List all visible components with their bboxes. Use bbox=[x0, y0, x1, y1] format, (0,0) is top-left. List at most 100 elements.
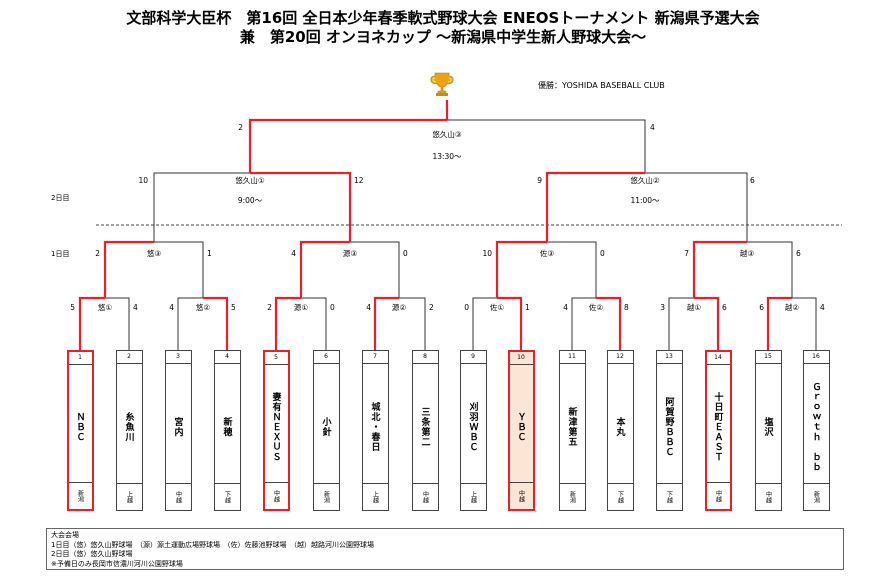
r1-venue: 悠② bbox=[196, 302, 210, 312]
team-region: 中越 bbox=[165, 483, 191, 510]
r2-score-right: 1 bbox=[207, 249, 212, 258]
r1-score-left: 4 bbox=[169, 303, 174, 312]
day1-label: 1日目 bbox=[51, 250, 69, 258]
r1-score-right: 4 bbox=[133, 303, 138, 312]
r2-score-right: 0 bbox=[403, 249, 408, 258]
team-name: 妻有ＮＥＸＵＳ bbox=[270, 391, 281, 462]
team-region: 新潟 bbox=[559, 483, 585, 510]
notes-line: 2日目（悠）悠久山野球場 bbox=[51, 550, 133, 558]
team-name: 本丸 bbox=[614, 416, 625, 437]
r1-score-left: 3 bbox=[660, 303, 665, 312]
team-name: 刈羽ＷＢＣ bbox=[467, 401, 478, 452]
r2-venue: 越③ bbox=[740, 248, 754, 258]
semi2-time: 11:00～ bbox=[630, 196, 660, 205]
team-number: 2 bbox=[116, 351, 142, 364]
r1-venue: 越① bbox=[687, 302, 701, 312]
r1-score-right: 0 bbox=[330, 303, 335, 312]
winning-path-lines bbox=[78, 100, 792, 350]
r1-venue: 源① bbox=[294, 303, 308, 312]
venue-notes: 大会会場 1日目（悠）悠久山野球場 （源）源土運動広場野球場 （佐）佐藤池野球場… bbox=[46, 528, 844, 570]
team-name: 新穂 bbox=[221, 416, 232, 437]
team-number: 6 bbox=[313, 351, 339, 364]
team-region: 新潟 bbox=[313, 483, 339, 510]
team-name: 新津第五 bbox=[566, 406, 577, 447]
r1-score-left: 0 bbox=[464, 303, 469, 312]
r1-score-left: 5 bbox=[70, 303, 75, 312]
team-name: 糸魚川 bbox=[123, 411, 134, 442]
semi2-score-right: 6 bbox=[750, 176, 755, 185]
r1-venue: 佐② bbox=[589, 302, 603, 312]
team-region: 中越 bbox=[509, 482, 533, 509]
r1-score-right: 6 bbox=[722, 303, 727, 312]
team-number: 12 bbox=[607, 351, 633, 364]
team-region: 下越 bbox=[607, 483, 633, 510]
team-number: 8 bbox=[412, 351, 438, 364]
semi2-venue: 悠久山② bbox=[630, 175, 659, 185]
semi1-time: 9:00～ bbox=[238, 196, 263, 205]
round2-labels: 悠③ 2 1 源③ 4 0 佐③ 10 0 越③ 7 6 bbox=[95, 248, 801, 258]
team-region: 中越 bbox=[264, 482, 288, 509]
r2-venue: 源③ bbox=[343, 249, 357, 258]
team-number: 10 bbox=[509, 352, 533, 365]
team-number: 16 bbox=[803, 351, 829, 364]
r1-score-left: 6 bbox=[759, 303, 764, 312]
r1-venue: 悠① bbox=[98, 302, 112, 312]
r1-score-left: 2 bbox=[267, 303, 272, 312]
r2-score-left: 2 bbox=[95, 249, 100, 258]
team-region: 新潟 bbox=[68, 482, 92, 509]
team-name: 阿賀野ＢＢＣ bbox=[663, 396, 674, 457]
team-region: 上越 bbox=[460, 483, 486, 510]
team-name: ＮＢＣ bbox=[74, 411, 85, 442]
day2-label: 2日目 bbox=[51, 194, 69, 202]
r1-score-right: 4 bbox=[820, 303, 825, 312]
team-number: 7 bbox=[362, 351, 388, 364]
team-region: 上越 bbox=[116, 483, 142, 510]
title-line-2: 兼 第20回 オンヨネカップ ～新潟県中学生新人野球大会～ bbox=[239, 28, 647, 46]
team-box: 12 本丸下越 bbox=[606, 350, 634, 511]
team-name: 塩沢 bbox=[762, 416, 773, 437]
r2-score-left: 7 bbox=[684, 249, 689, 258]
team-region: 中越 bbox=[706, 482, 730, 509]
team-region: 下越 bbox=[656, 483, 682, 510]
r2-venue: 悠③ bbox=[147, 248, 161, 258]
winner-label: 優勝：YOSHIDA BASEBALL CLUB bbox=[538, 80, 665, 90]
notes-line: 1日目（悠）悠久山野球場 （源）源土運動広場野球場 （佐）佐藤池野球場 （越）越… bbox=[51, 540, 374, 549]
team-name: 小針 bbox=[320, 416, 331, 437]
semi1-venue: 悠久山① bbox=[235, 175, 264, 185]
bracket-lines bbox=[105, 119, 817, 350]
notes-heading: 大会会場 bbox=[51, 531, 79, 539]
semi2-score-left: 9 bbox=[537, 176, 542, 185]
team-name: 三条第二 bbox=[419, 406, 430, 447]
team-region: 新潟 bbox=[803, 483, 829, 510]
r2-score-left: 4 bbox=[291, 249, 296, 258]
team-number: 15 bbox=[755, 351, 781, 364]
team-box: 15 塩沢中越 bbox=[754, 350, 782, 511]
round1-labels: 悠① 5 4 悠② 4 5 源① 2 0 源② 4 2 佐① 0 1 佐② 4 … bbox=[70, 302, 825, 312]
final-venue: 悠久山③ bbox=[432, 129, 461, 139]
team-region: 中越 bbox=[755, 483, 781, 510]
final-time: 13:30～ bbox=[432, 152, 462, 161]
team-box: 5 妻有ＮＥＸＵＳ 中越 bbox=[262, 350, 290, 511]
team-number: 5 bbox=[264, 352, 288, 365]
team-name: 宮内 bbox=[172, 416, 183, 437]
r1-score-right: 5 bbox=[231, 303, 236, 312]
team-region: 下越 bbox=[214, 483, 240, 510]
r2-score-left: 10 bbox=[482, 249, 492, 258]
r1-venue: 越② bbox=[785, 302, 799, 312]
r1-venue: 源② bbox=[392, 303, 406, 312]
semi1-score-right: 12 bbox=[354, 176, 364, 185]
team-name: 十日町ＥＡＳＴ bbox=[712, 391, 723, 462]
r1-score-left: 4 bbox=[563, 303, 568, 312]
team-name: Ｇｒｏｗｔｈ ｂｂ bbox=[810, 381, 821, 472]
team-number: 1 bbox=[68, 352, 92, 365]
r2-score-right: 6 bbox=[796, 249, 801, 258]
team-number: 11 bbox=[559, 351, 585, 364]
r1-score-right: 1 bbox=[525, 303, 530, 312]
